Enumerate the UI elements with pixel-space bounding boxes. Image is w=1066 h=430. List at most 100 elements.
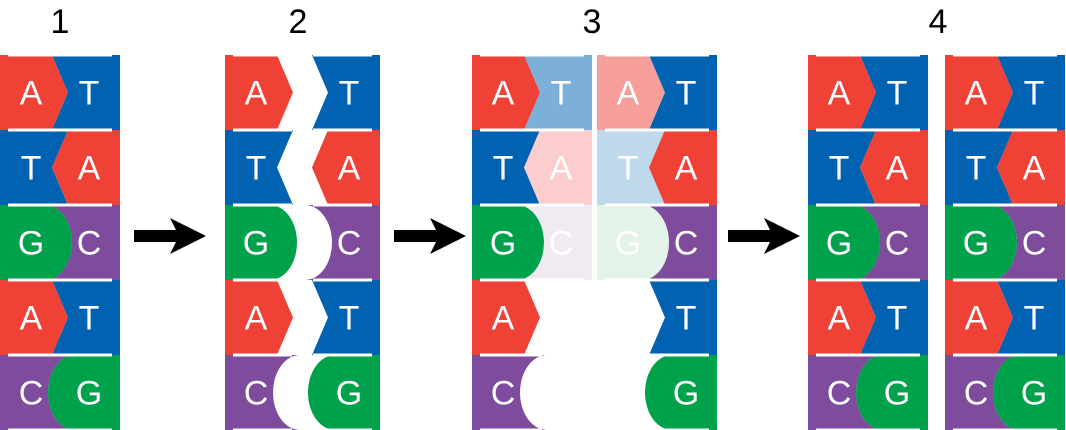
base-letter: G: [1021, 375, 1047, 413]
base-shape: [45, 205, 120, 280]
nucleotide-A: A: [472, 280, 540, 355]
nucleotide-T: T: [312, 55, 380, 130]
base-letter: G: [826, 225, 852, 263]
base-shape: [0, 205, 72, 280]
base-shape: [0, 280, 68, 355]
base-letter: A: [617, 75, 640, 113]
row-divider: [953, 428, 1057, 430]
row-divider: [816, 203, 920, 207]
row-divider: [8, 428, 112, 430]
nucleotide-A-new: A: [524, 130, 592, 205]
base-shape: [997, 55, 1065, 130]
base-letter: C: [1022, 225, 1047, 263]
base-shape: [860, 55, 928, 130]
base-shape: [945, 280, 1013, 355]
nucleotide-C: C: [45, 205, 120, 280]
base-letter: C: [549, 225, 574, 263]
nucleotide-A: A: [997, 130, 1065, 205]
base-shape: [856, 355, 928, 430]
nucleotide-T: T: [225, 130, 293, 205]
nucleotide-T: T: [945, 130, 1013, 205]
base-shape: [645, 355, 717, 430]
row-divider: [953, 128, 1057, 132]
row-divider: [313, 428, 372, 430]
base-shape: [808, 205, 880, 280]
row-divider: [816, 53, 920, 57]
base-shape: [649, 130, 717, 205]
base-shape: [945, 55, 1013, 130]
base-letter: T: [1024, 75, 1045, 113]
base-letter: A: [828, 75, 851, 113]
arrow-icon: [134, 218, 206, 254]
row-divider: [313, 128, 372, 132]
row-divider: [480, 203, 542, 207]
base-letter: G: [18, 225, 44, 263]
base-letter: C: [244, 375, 269, 413]
row-divider: [480, 353, 542, 357]
row-divider: [648, 353, 709, 357]
base-shape: [52, 280, 120, 355]
row-divider: [953, 53, 1057, 57]
nucleotide-A: A: [945, 280, 1013, 355]
row-divider: [8, 353, 112, 357]
base-shape: [808, 355, 883, 430]
nucleotide-G: G: [645, 355, 717, 430]
base-shape: [472, 55, 540, 130]
base-letter: T: [79, 300, 100, 338]
base-shape: [225, 130, 293, 205]
base-shape: [225, 55, 293, 130]
nucleotide-T: T: [0, 130, 68, 205]
base-letter: C: [827, 375, 852, 413]
base-letter: A: [828, 300, 851, 338]
nucleotide-A: A: [808, 280, 876, 355]
nucleotide-C: C: [990, 205, 1065, 280]
stage-label: 2: [289, 3, 308, 41]
row-divider: [816, 278, 920, 282]
base-shape: [808, 280, 876, 355]
row-divider: [648, 53, 709, 57]
base-letter: A: [245, 75, 268, 113]
stage-label: 1: [51, 3, 70, 41]
base-shape: [52, 55, 120, 130]
nucleotide-A: A: [649, 130, 717, 205]
base-letter: A: [1023, 150, 1046, 188]
base-letter: T: [829, 150, 850, 188]
base-shape: [524, 130, 592, 205]
base-letter: A: [886, 150, 909, 188]
base-letter: T: [966, 150, 987, 188]
base-shape: [225, 355, 300, 430]
stage-label: 4: [929, 3, 948, 41]
nucleotide-T: T: [649, 55, 717, 130]
nucleotide-T: T: [472, 130, 540, 205]
row-divider: [648, 128, 709, 132]
base-letter: A: [550, 150, 573, 188]
base-letter: T: [551, 75, 572, 113]
base-shape: [472, 130, 540, 205]
base-letter: A: [965, 75, 988, 113]
base-shape: [225, 280, 293, 355]
nucleotide-T: T: [649, 280, 717, 355]
nucleotide-T: T: [997, 280, 1065, 355]
nucleotide-T: T: [312, 280, 380, 355]
nucleotide-A: A: [808, 55, 876, 130]
base-letter: G: [615, 225, 641, 263]
row-divider: [233, 428, 292, 430]
row-divider: [648, 278, 709, 282]
nucleotide-A: A: [472, 55, 540, 130]
nucleotide-C: C: [945, 355, 1020, 430]
base-letter: A: [78, 150, 101, 188]
row-divider: [953, 278, 1057, 282]
nucleotide-T: T: [52, 55, 120, 130]
base-shape: [308, 355, 380, 430]
nucleotide-A: A: [0, 280, 68, 355]
base-shape: [649, 55, 717, 130]
nucleotide-C: C: [853, 205, 928, 280]
row-divider: [480, 428, 542, 430]
base-shape: [997, 280, 1065, 355]
nucleotide-T: T: [860, 280, 928, 355]
base-shape: [997, 130, 1065, 205]
base-letter: G: [243, 225, 269, 263]
nucleotide-G: G: [472, 205, 544, 280]
row-divider: [8, 128, 112, 132]
base-letter: T: [493, 150, 514, 188]
